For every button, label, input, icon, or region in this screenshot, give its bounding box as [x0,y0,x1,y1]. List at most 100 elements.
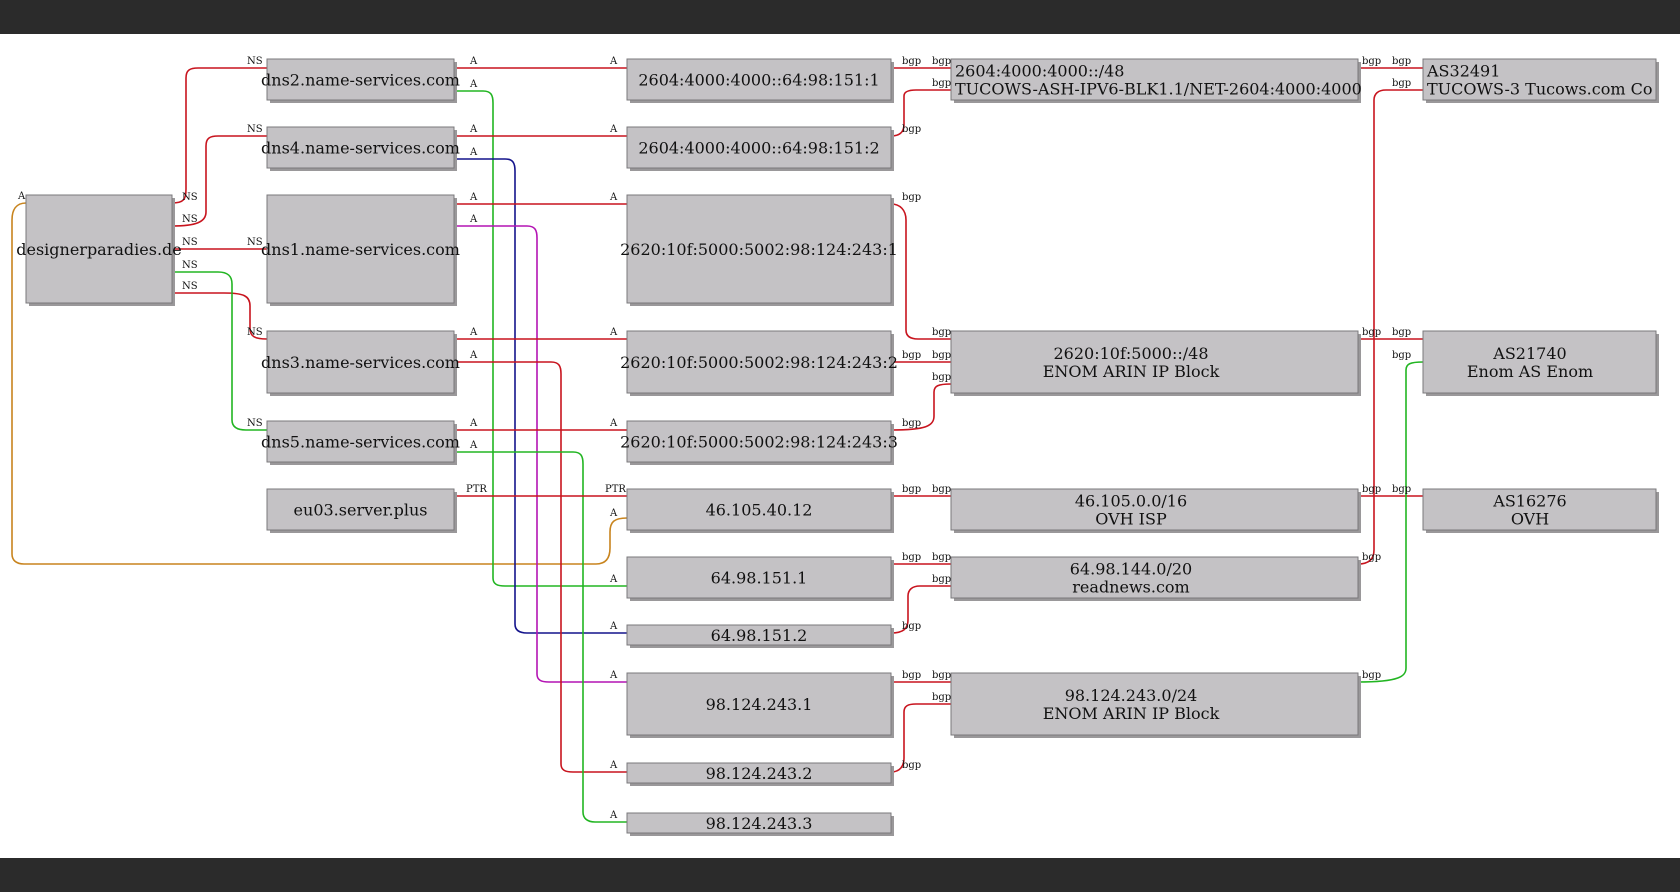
edge-label-head: bgp [932,484,951,495]
node-ip6c[interactable]: 2620:10f:5000:5002:98:124:243:1 [620,194,898,306]
edge-label-head: A [609,56,618,67]
edge-dns4-to-ip4c [454,158,627,634]
node-eu03[interactable]: eu03.server.plus [266,488,457,533]
node-box [266,58,455,101]
node-label-line: 98.124.243.0/24 [1065,686,1198,705]
node-label-line: 2620:10f:5000:5002:98:124:243:1 [620,240,898,259]
node-box [950,556,1359,599]
node-dns2[interactable]: dns2.name-services.com [261,58,460,103]
edge-domain-to-dns2 [171,67,267,204]
edge-label-tail: A [469,214,478,225]
edge-label-tail: bgp [902,56,921,67]
node-ip4c[interactable]: 64.98.151.2 [626,624,894,648]
edge-label-head: NS [247,418,263,429]
bottom-bar [0,858,1680,892]
node-ip4b[interactable]: 64.98.151.1 [626,556,894,601]
edge-label-head: bgp [1392,78,1411,89]
edge-net4-to-as1 [1357,361,1424,683]
edge-label-tail: NS [182,281,198,292]
node-label-line: designerparadies.de [16,240,182,259]
node-dns3[interactable]: dns3.name-services.com [261,330,460,396]
node-label-line: readnews.com [1072,578,1189,597]
edge-label-head: bgp [932,574,951,585]
node-net1[interactable]: 2604:4000:4000::/48TUCOWS-ASH-IPV6-BLK1.… [950,58,1362,103]
node-ip4f[interactable]: 98.124.243.3 [626,812,894,836]
node-ip4e[interactable]: 98.124.243.2 [626,762,894,786]
node-box [950,672,1359,736]
edge-label-tail: NS [182,237,198,248]
edge-label-head: NS [247,56,263,67]
node-box [266,194,455,304]
node-dns5[interactable]: dns5.name-services.com [261,420,460,465]
node-box [266,420,455,463]
node-label-line: 46.105.40.12 [706,501,813,520]
node-label-line: 64.98.151.1 [711,569,808,588]
edge-label-tail: NS [182,192,198,203]
edge-label-head: bgp [1392,350,1411,361]
node-label-line: 98.124.243.3 [706,814,813,833]
node-box [626,330,892,394]
node-label-line: 46.105.0.0/16 [1075,492,1187,511]
node-label-line: 98.124.243.2 [706,764,813,783]
edge-label-tail: A [469,350,478,361]
node-box [626,624,892,646]
node-ip6e[interactable]: 2620:10f:5000:5002:98:124:243:3 [620,420,898,465]
node-label-line: 2620:10f:5000:5002:98:124:243:3 [620,433,898,452]
node-box [626,420,892,463]
node-label-line: ENOM ARIN IP Block [1043,704,1220,723]
node-box [626,762,892,784]
edge-label-tail: bgp [902,670,921,681]
edge-label-head: A [609,327,618,338]
node-box [1422,488,1657,531]
edge-label-head: NS [247,327,263,338]
edge-label-tail: bgp [902,552,921,563]
edge-label-head: bgp [932,692,951,703]
node-box [1422,330,1657,394]
node-label-line: TUCOWS-ASH-IPV6-BLK1.1/NET-2604:4000:400… [955,80,1362,99]
edge-label-tail: bgp [902,124,921,135]
node-box [1422,58,1657,101]
node-ip6b[interactable]: 2604:4000:4000::64:98:151:2 [626,126,894,171]
node-dns4[interactable]: dns4.name-services.com [261,126,460,171]
node-box [950,488,1359,531]
edge-label-tail: A [469,79,478,90]
edge-label-tail: bgp [902,418,921,429]
node-domain[interactable]: designerparadies.de [16,194,182,306]
edge-label-head: bgp [1392,484,1411,495]
edge-label-head: NS [247,237,263,248]
node-label-line: AS21740 [1492,344,1566,363]
node-label-line: eu03.server.plus [294,501,428,520]
node-box [626,126,892,169]
edge-label-head: bgp [932,372,951,383]
edge-label-head: A [609,192,618,203]
node-dns1[interactable]: dns1.name-services.com [261,194,460,306]
edge-label-tail: A [469,327,478,338]
edge-label-tail: bgp [1362,327,1381,338]
node-label-line: TUCOWS-3 Tucows.com Co [1427,80,1652,99]
node-box [626,556,892,599]
edge-ip6b-to-net1 [890,89,951,137]
edge-label-head: NS [247,124,263,135]
node-ip6a[interactable]: 2604:4000:4000::64:98:151:1 [626,58,894,103]
node-ip6d[interactable]: 2620:10f:5000:5002:98:124:243:2 [620,330,898,396]
edge-ip4c-to-net4 [890,585,951,634]
node-label-line: 98.124.243.1 [706,695,813,714]
node-label-line: dns2.name-services.com [261,71,460,90]
edge-dns1-to-ip4d [454,225,627,683]
edges-layer [11,67,1424,823]
edge-domain-to-dns5 [172,271,267,431]
node-label-line: ENOM ARIN IP Block [1043,362,1220,381]
node-box [626,488,892,531]
node-ip4d[interactable]: 98.124.243.1 [626,672,894,738]
node-ip4a[interactable]: 46.105.40.12 [626,488,894,533]
edge-label-tail: bgp [1362,56,1381,67]
